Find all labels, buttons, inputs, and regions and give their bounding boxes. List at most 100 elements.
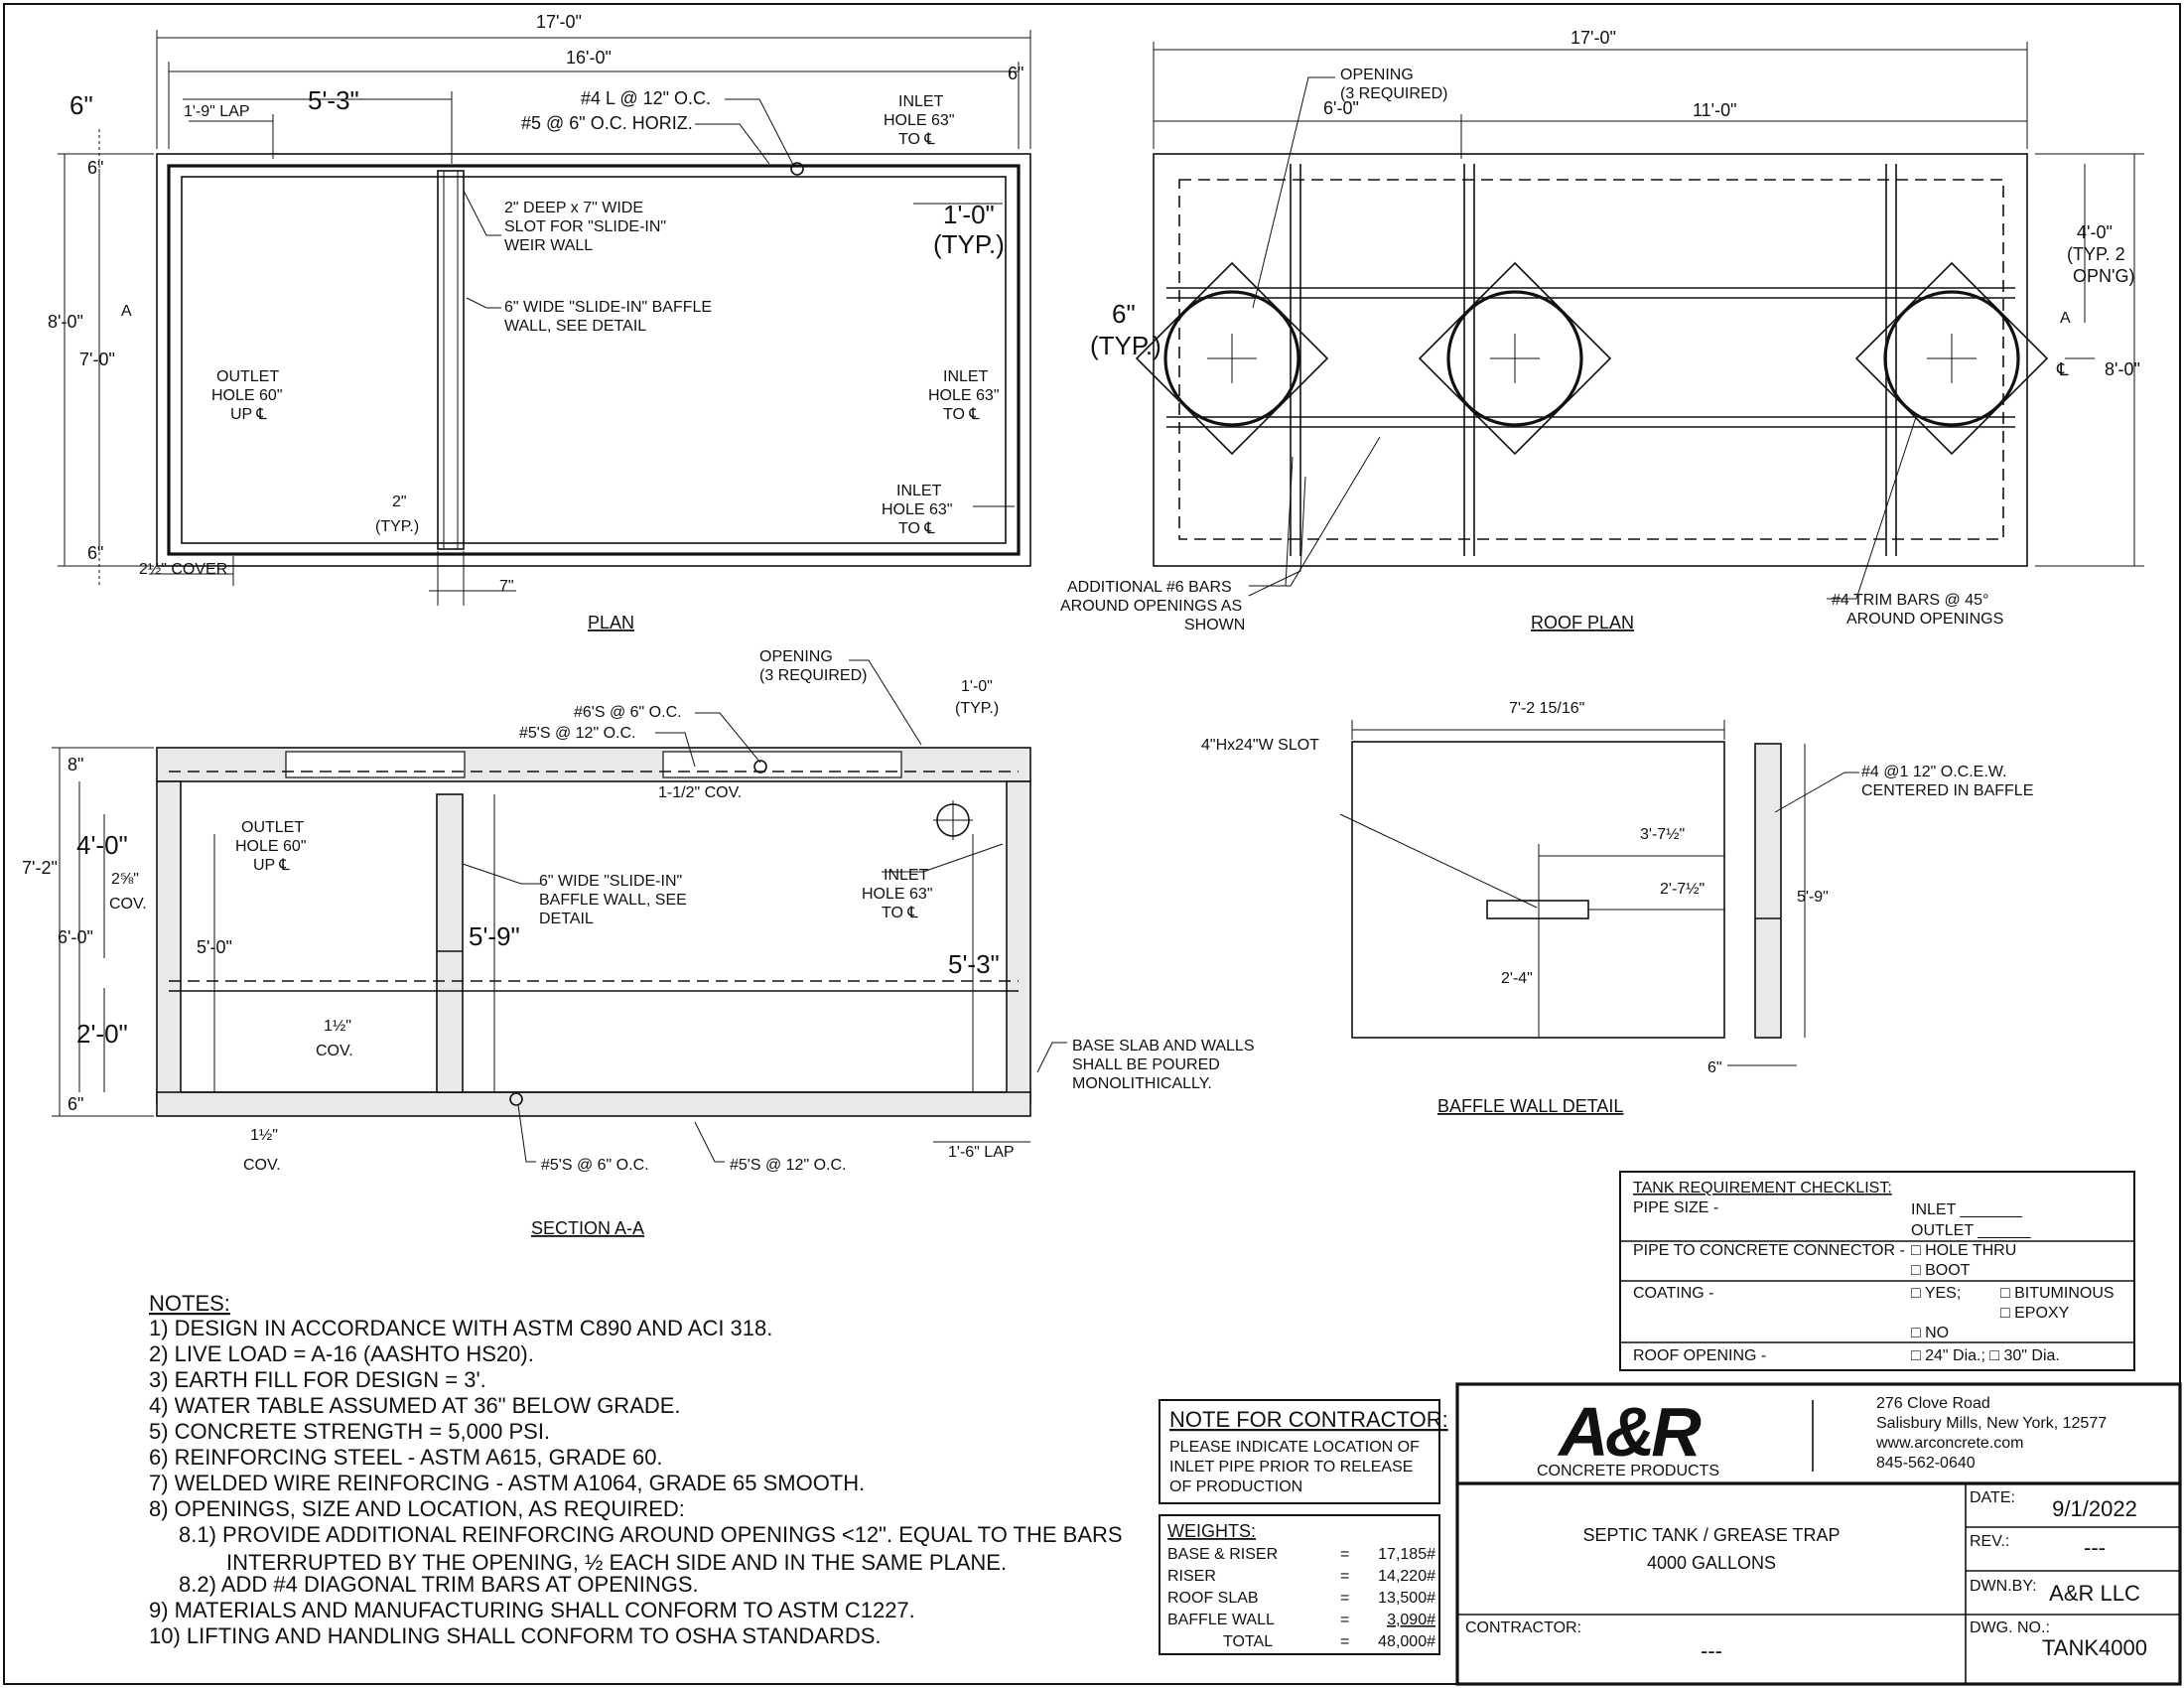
- section-dim-7-2: 7'-2": [22, 858, 58, 878]
- note-2: 2) LIVE LOAD = A-16 (AASHTO HS20).: [149, 1341, 534, 1366]
- contractor-note-title: NOTE FOR CONTRACTOR:: [1169, 1407, 1448, 1432]
- section-inlet-3: TO ℄: [882, 905, 918, 921]
- baffle-detail-title: BAFFLE WALL DETAIL: [1437, 1096, 1623, 1116]
- baffle-dim-width: 7'-2 15/16": [1509, 700, 1584, 717]
- baffle-slot: [1486, 900, 1589, 919]
- checklist-hole-thru[interactable]: □ HOLE THRU: [1911, 1242, 2016, 1259]
- note-1: 1) DESIGN IN ACCORDANCE WITH ASTM C890 A…: [149, 1316, 772, 1340]
- notes-title: NOTES:: [149, 1291, 230, 1316]
- plan-inlet-low-3: TO ℄: [898, 520, 935, 537]
- section-opening-2: (3 REQUIRED): [759, 667, 867, 684]
- plan-dim-6-top: 6": [87, 158, 103, 178]
- plan-inlet-mid-2: HOLE 63": [928, 387, 1000, 404]
- roof-opening-1: [1135, 261, 1329, 456]
- plan-dim-2: 2": [392, 493, 407, 510]
- checklist-no[interactable]: □ NO: [1911, 1325, 1949, 1341]
- baffle-dim-2-4: 2'-4": [1501, 970, 1533, 987]
- section-cov-mid: 1½": [324, 1018, 351, 1035]
- checklist-inlet: INLET _______: [1911, 1201, 2023, 1218]
- section-typ: (TYP.): [955, 700, 999, 717]
- checklist-bituminous[interactable]: □ BITUMINOUS: [2000, 1285, 2115, 1302]
- title-block: A&R CONCRETE PRODUCTS 276 Clove Road Sal…: [1455, 1382, 2182, 1686]
- note-8-1-cont: INTERRUPTED BY THE OPENING, ½ EACH SIDE …: [226, 1550, 1007, 1575]
- baffle-side-view: [1754, 743, 1782, 1039]
- plan-inlet-top-2: HOLE 63": [884, 112, 955, 129]
- section-right-wall: [1006, 780, 1031, 1105]
- baffle-dim-6: 6": [1707, 1059, 1722, 1076]
- section-rebar-5s-12: #5'S @ 12" O.C.: [730, 1157, 846, 1174]
- weight-eq-3: =: [1340, 1590, 1349, 1607]
- section-left-wall: [156, 780, 182, 1105]
- checklist-title: TANK REQUIREMENT CHECKLIST:: [1633, 1180, 1892, 1196]
- checklist-yes[interactable]: □ YES;: [1911, 1285, 1961, 1302]
- section-outlet-3: UP ℄: [253, 857, 290, 874]
- roof-opening-note-1: OPENING: [1340, 67, 1414, 83]
- baffle-detail-view: 4"Hx24"W SLOT 7'-2 15/16" 3'-7½" 2'-7½" …: [1201, 700, 2033, 1116]
- section-base-slab: [156, 1091, 1031, 1117]
- section-dim-8: 8": [68, 755, 83, 774]
- section-opening-1: OPENING: [759, 648, 833, 665]
- plan-baffle-note-2: WALL, SEE DETAIL: [504, 318, 646, 335]
- drawing-number-label: DWG. NO.:: [1970, 1619, 2050, 1636]
- roof-plan-title: ROOF PLAN: [1531, 613, 1634, 633]
- weight-value-5: 48,000#: [1378, 1633, 1435, 1650]
- section-base-note-1: BASE SLAB AND WALLS: [1072, 1038, 1254, 1055]
- contractor-note-3: OF PRODUCTION: [1169, 1478, 1302, 1495]
- weight-label-5: TOTAL: [1223, 1633, 1273, 1650]
- plan-dim-right-wall: 6": [1008, 64, 1024, 83]
- weight-value-4: 3,090#: [1387, 1612, 1435, 1628]
- plan-view: 6" 1'-9" LAP 5'-3" #4 L @ 12" O.C. #5 @ …: [48, 12, 1031, 633]
- roof-trim-note-1: #4 TRIM BARS @ 45°: [1832, 592, 1988, 609]
- section-rebar-6s: #6'S @ 6" O.C.: [574, 704, 682, 721]
- plan-slot-note-3: WEIR WALL: [504, 237, 593, 254]
- roof-dim-4-0-3: OPN'G): [2073, 266, 2134, 286]
- note-3: 3) EARTH FILL FOR DESIGN = 3'.: [149, 1367, 486, 1392]
- plan-inlet-low-2: HOLE 63": [882, 501, 953, 518]
- plan-slot-note-2: SLOT FOR "SLIDE-IN": [504, 218, 666, 235]
- contractor-note: NOTE FOR CONTRACTOR: PLEASE INDICATE LOC…: [1159, 1399, 1448, 1504]
- plan-inlet-low-1: INLET: [896, 483, 942, 499]
- plan-rebar-4l: #4 L @ 12" O.C.: [581, 88, 711, 108]
- section-baffle: [436, 793, 464, 1093]
- plan-inlet-mid-3: TO ℄: [943, 406, 980, 423]
- plan-dim-left-wall: 6": [69, 90, 93, 120]
- roof-dim-11-0: 11'-0": [1693, 100, 1737, 120]
- section-cov-top: 1-1/2" COV.: [658, 784, 742, 801]
- section-dim-5-0: 5'-0": [197, 937, 232, 957]
- contractor-value: ---: [1701, 1638, 1722, 1663]
- checklist-dia[interactable]: □ 24" Dia.; □ 30" Dia.: [1911, 1347, 2060, 1364]
- plan-dim-6-bottom: 6": [87, 543, 103, 563]
- checklist-outlet: OUTLET ______: [1911, 1222, 2032, 1239]
- section-baffle-3: DETAIL: [539, 911, 594, 927]
- weight-value-3: 13,500#: [1378, 1590, 1435, 1607]
- roof-bars-note-2: AROUND OPENINGS AS: [1060, 598, 1242, 615]
- section-cov-left: 2⅝": [111, 871, 139, 888]
- section-baffle-1: 6" WIDE "SLIDE-IN": [539, 873, 682, 890]
- section-cov-mid-label: COV.: [316, 1043, 353, 1059]
- roof-dim-overall: 17'-0": [1570, 28, 1616, 48]
- weight-eq-1: =: [1340, 1546, 1349, 1563]
- plan-outlet-2: HOLE 60": [211, 387, 283, 404]
- plan-dim-5-3: 5'-3": [308, 85, 359, 115]
- section-inlet-1: INLET: [884, 867, 929, 884]
- roof-plan-view: 17'-0" OPENING (3 REQUIRED) 6'-0" 11'-0"…: [1060, 28, 2144, 633]
- section-cov-left-label: COV.: [109, 896, 147, 913]
- roof-bars-note-3: SHOWN: [1184, 617, 1245, 633]
- roof-bars-note-1: ADDITIONAL #6 BARS: [1067, 579, 1232, 596]
- rev-label: REV.:: [1970, 1533, 2009, 1550]
- weight-eq-5: =: [1340, 1633, 1349, 1650]
- weight-label-2: RISER: [1167, 1568, 1216, 1585]
- section-outlet-2: HOLE 60": [235, 838, 307, 855]
- checklist-epoxy[interactable]: □ EPOXY: [2000, 1305, 2070, 1322]
- baffle-dim-3-7: 3'-7½": [1640, 826, 1685, 843]
- date-label: DATE:: [1970, 1489, 2015, 1506]
- checklist-boot[interactable]: □ BOOT: [1911, 1262, 1971, 1279]
- weight-eq-4: =: [1340, 1612, 1349, 1628]
- checklist-coating: COATING -: [1633, 1285, 1713, 1302]
- plan-inlet-top-3: TO ℄: [898, 131, 935, 148]
- plan-dim-7: 7": [499, 578, 514, 595]
- section-dim-4-0: 4'-0": [76, 830, 128, 860]
- section-dim-5-9: 5'-9": [469, 921, 520, 951]
- weight-value-2: 14,220#: [1378, 1568, 1435, 1585]
- note-10: 10) LIFTING AND HANDLING SHALL CONFORM T…: [149, 1623, 882, 1648]
